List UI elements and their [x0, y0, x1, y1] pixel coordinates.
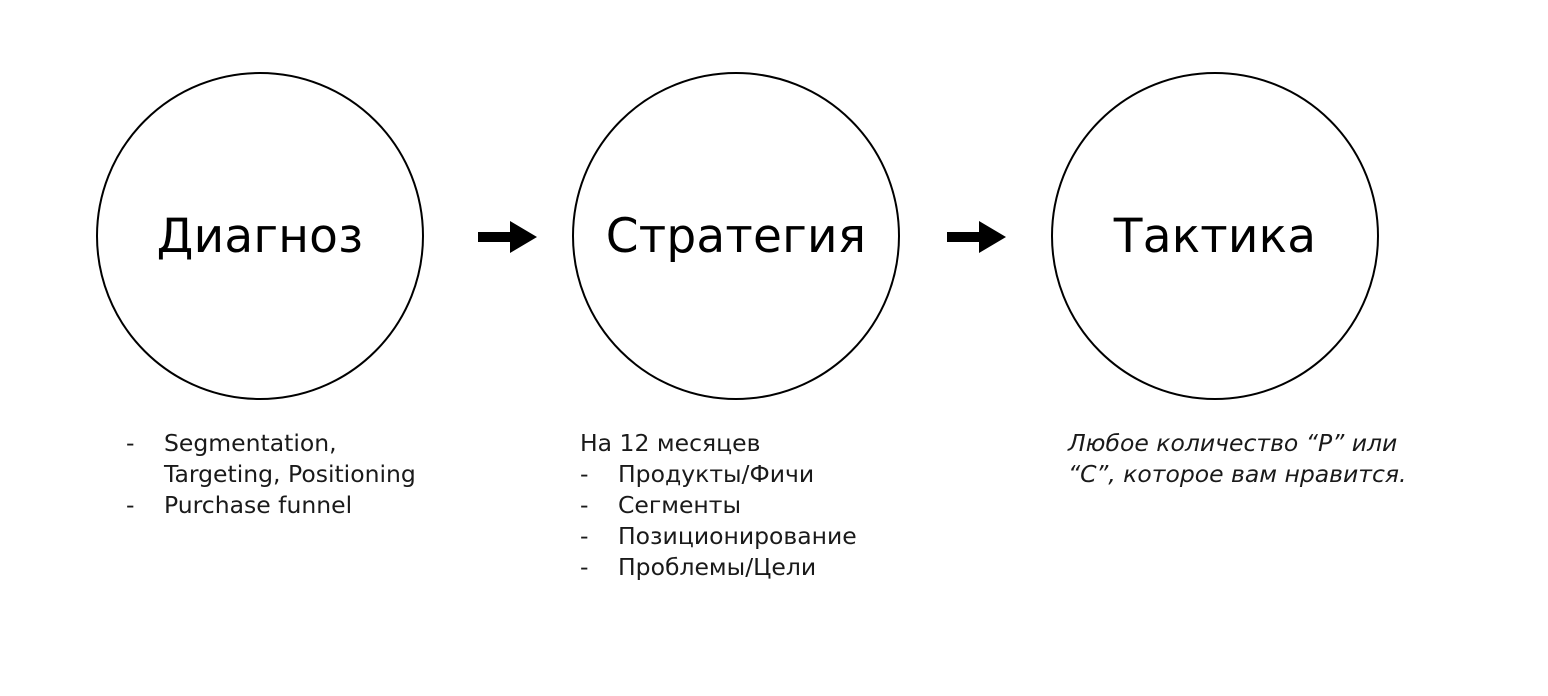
list-item-label: Позиционирование	[618, 522, 857, 550]
list-item: - Segmentation, Targeting, Positioning	[126, 428, 456, 490]
list-item-label: Сегменты	[618, 491, 742, 519]
bullet-marker-icon: -	[580, 522, 589, 550]
circle-tactics: Тактика	[1051, 72, 1379, 400]
list-item-label: Проблемы/Цели	[618, 553, 817, 581]
circle-label-diagnosis: Диагноз	[156, 208, 364, 264]
list-item: - Продукты/Фичи	[580, 459, 920, 490]
notes-paragraph-line: “C”, которое вам нравится.	[1068, 460, 1407, 488]
circle-diagnosis: Диагноз	[96, 72, 424, 400]
list-item-label: Segmentation, Targeting, Positioning	[164, 429, 416, 488]
list-item-label: Продукты/Фичи	[618, 460, 815, 488]
circle-strategy: Стратегия	[572, 72, 900, 400]
bullet-list-strategy: - Продукты/Фичи - Сегменты - Позициониро…	[580, 459, 920, 583]
list-item: - Purchase funnel	[126, 490, 456, 521]
notes-tactics: Любое количество “P” или “C”, которое ва…	[1068, 428, 1448, 490]
arrow-diagnosis-to-strategy	[478, 219, 538, 255]
bullet-marker-icon: -	[126, 491, 135, 519]
bullet-marker-icon: -	[580, 553, 589, 581]
arrow-strategy-to-tactics	[947, 219, 1007, 255]
list-item: - Проблемы/Цели	[580, 552, 920, 583]
circle-label-strategy: Стратегия	[605, 208, 867, 264]
bullet-marker-icon: -	[126, 429, 135, 457]
circle-label-tactics: Тактика	[1113, 208, 1317, 264]
notes-paragraph-line: Любое количество “P” или	[1068, 429, 1398, 457]
notes-diagnosis: - Segmentation, Targeting, Positioning -…	[126, 428, 456, 521]
notes-strategy: На 12 месяцев - Продукты/Фичи - Сегменты…	[580, 428, 920, 583]
bullet-marker-icon: -	[580, 460, 589, 488]
list-item: - Позиционирование	[580, 521, 920, 552]
list-item-label: Purchase funnel	[164, 491, 353, 519]
arrow-right-icon	[478, 221, 537, 253]
notes-header-strategy: На 12 месяцев	[580, 429, 761, 457]
bullet-list-diagnosis: - Segmentation, Targeting, Positioning -…	[126, 428, 456, 521]
bullet-marker-icon: -	[580, 491, 589, 519]
arrow-right-icon	[947, 221, 1006, 253]
list-item: - Сегменты	[580, 490, 920, 521]
